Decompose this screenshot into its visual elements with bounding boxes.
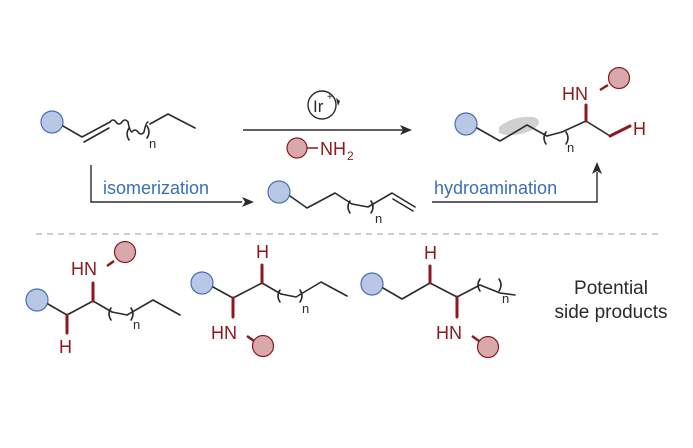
side1-hydrogen-label: H (59, 337, 72, 357)
repeat-index: n (133, 317, 140, 332)
side3-amine-label: HN (436, 323, 462, 343)
repeat-index: n (302, 301, 309, 316)
side3-hydrogen-label: H (424, 243, 437, 263)
catalyst-charge: + (327, 92, 333, 103)
repeat-index: n (567, 140, 574, 155)
product-amine: HN H n (454, 66, 646, 155)
product-amine-label: HN (562, 84, 588, 104)
repeat-index: n (375, 211, 382, 226)
side-products-caption-line1: Potential (574, 278, 648, 299)
side2-hydrogen-label: H (256, 242, 269, 262)
product-hydrogen-label: H (633, 119, 646, 139)
terminal-alkene: n (267, 180, 416, 226)
substituent-blue-circle (25, 288, 49, 312)
side-product-2: H HN n (190, 242, 348, 358)
substituent-red-circle (251, 334, 275, 358)
substituent-blue-circle (360, 272, 384, 296)
hydroamination-arrow (432, 162, 602, 203)
iridium-catalyst: Ir + (307, 90, 340, 120)
starting-alkene (40, 110, 196, 143)
substituent-blue-circle (40, 110, 64, 134)
substituent-red-circle (476, 335, 500, 359)
substituent-blue-circle (267, 180, 291, 204)
cycle-arrowhead-icon (336, 98, 340, 106)
highlight-bond (499, 116, 539, 136)
hydroamination-label: hydroamination (434, 178, 557, 198)
side1-amine-label: HN (71, 259, 97, 279)
amine-reagent: NH 2 (286, 137, 354, 163)
substituent-red-circle (286, 137, 308, 159)
side2-amine-label: HN (211, 323, 237, 343)
repeat-index: n (149, 136, 156, 151)
side-product-3: H HN n (360, 243, 516, 359)
main-arrow (243, 125, 412, 135)
repeat-index: n (502, 291, 509, 306)
catalytic-cycle-icon (307, 90, 337, 120)
isomerization-arrow (90, 165, 254, 207)
substituent-red-circle (113, 240, 137, 264)
side-products-caption-line2: side products (554, 302, 667, 323)
substituent-red-circle (607, 66, 631, 90)
substituent-blue-circle (454, 112, 478, 136)
reagent-label: NH (320, 139, 346, 159)
catalyst-label: Ir (313, 97, 324, 116)
isomerization-label: isomerization (103, 178, 209, 198)
substituent-blue-circle (190, 271, 214, 295)
side-product-1: HN H n (25, 240, 181, 357)
reagent-subscript: 2 (347, 149, 354, 163)
